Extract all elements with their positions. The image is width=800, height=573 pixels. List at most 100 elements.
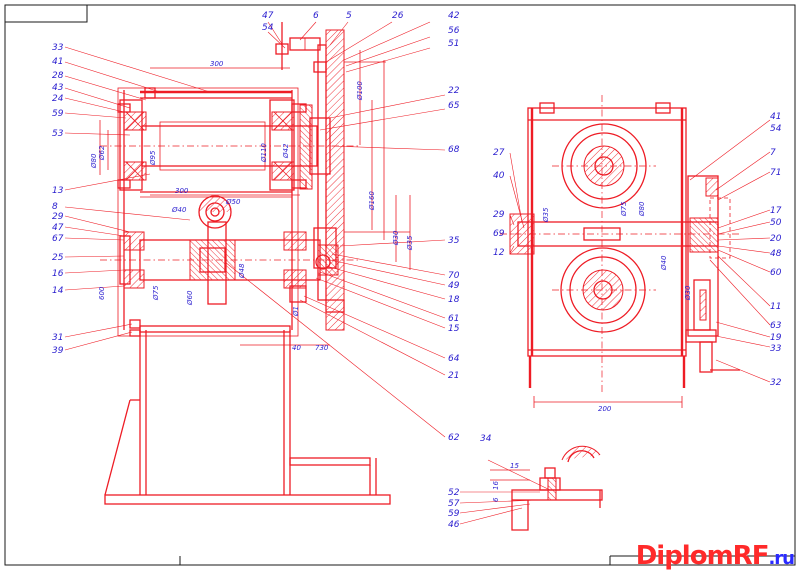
callout-31: 31	[52, 333, 63, 343]
callout-62: 62	[448, 433, 460, 443]
callout-39: 39	[52, 346, 64, 356]
callout-r-27: 27	[493, 148, 505, 158]
drive-wheel	[275, 22, 345, 331]
callout-35: 35	[448, 236, 460, 246]
dim-d35: Ø35	[406, 235, 414, 251]
front-section-view: 33 41 28 43 24 59 53 13 8 29 47 67 25 16…	[52, 11, 460, 505]
dim-730: 730	[315, 344, 329, 352]
dim-d110: Ø110	[260, 143, 268, 163]
side-view: 27 40 29 69 12 41 54 7 71 17 50 20 48 60…	[493, 95, 782, 413]
callout-21: 21	[448, 371, 459, 381]
callout-14: 14	[52, 286, 64, 296]
callout-8: 8	[52, 202, 58, 212]
callout-r-71: 71	[770, 168, 781, 178]
callout-41: 41	[52, 57, 63, 67]
watermark-tld: .ru	[768, 548, 795, 569]
side-callout-labels: 27 40 29 69 12 41 54 7 71 17 50 20 48 60…	[493, 112, 782, 388]
left-dimensions	[99, 50, 411, 346]
callout-24: 24	[52, 94, 64, 104]
dim-d1: Ø1	[292, 306, 300, 317]
callout-r-54: 54	[770, 124, 782, 134]
dim-r-d35: Ø35	[542, 207, 550, 223]
callout-top-6: 6	[313, 11, 319, 21]
top-callout-labels: 47 54 6 5 26 42 56 51	[262, 11, 460, 49]
callout-65: 65	[448, 101, 460, 111]
callout-r-50: 50	[770, 218, 782, 228]
callout-d-52: 52	[448, 488, 460, 498]
dim-300-top: 300	[210, 60, 224, 68]
callout-top-26: 26	[392, 11, 404, 21]
callout-67: 67	[52, 234, 64, 244]
callout-15: 15	[448, 324, 460, 334]
callout-top-47: 47	[262, 11, 274, 21]
lower-gear	[552, 247, 656, 333]
gear-eye	[198, 195, 232, 229]
callout-top-5: 5	[346, 11, 352, 21]
callout-64: 64	[448, 354, 460, 364]
drawing-frame	[4, 4, 796, 566]
side-drive-plate	[685, 175, 740, 373]
dim-d60: Ø60	[186, 290, 194, 306]
dim-d-15: 15	[510, 462, 519, 470]
dim-300-mid: 300	[175, 187, 189, 195]
dim-d95: Ø95	[149, 150, 157, 166]
dim-d-16: 16	[492, 481, 500, 490]
upper-gear	[552, 123, 656, 209]
right-callout-labels: 22 65 68 35 70 49 18 61 15 64 21 62	[448, 86, 460, 443]
callout-25: 25	[52, 253, 64, 263]
dim-d50: Ø50	[225, 198, 241, 206]
callout-r-19: 19	[770, 333, 782, 343]
callout-r-20: 20	[770, 234, 782, 244]
callout-68: 68	[448, 145, 460, 155]
left-callout-labels: 33 41 28 43 24 59 53 13 8 29 47 67 25 16…	[52, 43, 64, 356]
callout-d-59: 59	[448, 509, 460, 519]
callout-d-46: 46	[448, 520, 460, 530]
detail-callout-labels: 34 52 57 59 46 15 16 6	[448, 434, 519, 530]
side-shaft	[500, 213, 740, 255]
right-leaders	[224, 94, 446, 438]
callout-r-12: 12	[493, 248, 505, 258]
dim-d48: Ø48	[238, 263, 246, 279]
callout-59: 59	[52, 109, 64, 119]
callout-r-32: 32	[770, 378, 782, 388]
watermark-brand: DiplomRF	[635, 541, 770, 571]
dim-r-d30: Ø30	[684, 285, 692, 301]
callout-r-60: 60	[770, 268, 782, 278]
callout-22: 22	[448, 86, 460, 96]
callout-18: 18	[448, 295, 460, 305]
bolt-markers	[129, 87, 156, 337]
callout-13: 13	[52, 186, 64, 196]
callout-r-48: 48	[770, 249, 782, 259]
callout-r-69: 69	[493, 229, 505, 239]
dim-d40: Ø40	[171, 206, 187, 214]
callout-r-63: 63	[770, 321, 782, 331]
callout-49: 49	[448, 281, 460, 291]
dim-r-d75: Ø75	[620, 201, 628, 217]
detail-view: 34 52 57 59 46 15 16 6	[448, 434, 603, 531]
callout-r-17: 17	[770, 206, 782, 216]
side-dimension-labels: 200 Ø75 Ø80 Ø40 Ø35 Ø30	[542, 201, 692, 413]
left-view-leaders	[64, 46, 211, 351]
callout-top-51: 51	[448, 39, 459, 49]
callout-43: 43	[52, 83, 64, 93]
base-stand	[104, 325, 391, 505]
watermark-logo: DiplomRF.ru	[635, 541, 795, 571]
dim-r-d80: Ø80	[638, 201, 646, 217]
callout-47: 47	[52, 223, 64, 233]
dim-d160: Ø160	[368, 191, 376, 211]
callout-r-41: 41	[770, 112, 781, 122]
callout-29: 29	[52, 212, 64, 222]
dim-d80: Ø80	[90, 153, 98, 169]
dim-d75: Ø75	[152, 285, 160, 301]
dim-40: 40	[292, 344, 301, 352]
callout-r-29: 29	[493, 210, 505, 220]
callout-r-11: 11	[770, 302, 781, 312]
callout-d-34: 34	[480, 434, 492, 444]
callout-r-40: 40	[493, 171, 505, 181]
dim-r-200: 200	[598, 405, 612, 413]
callout-top-42: 42	[448, 11, 460, 21]
callout-r-7: 7	[770, 148, 776, 158]
callout-r-33: 33	[770, 344, 782, 354]
callout-70: 70	[448, 271, 460, 281]
